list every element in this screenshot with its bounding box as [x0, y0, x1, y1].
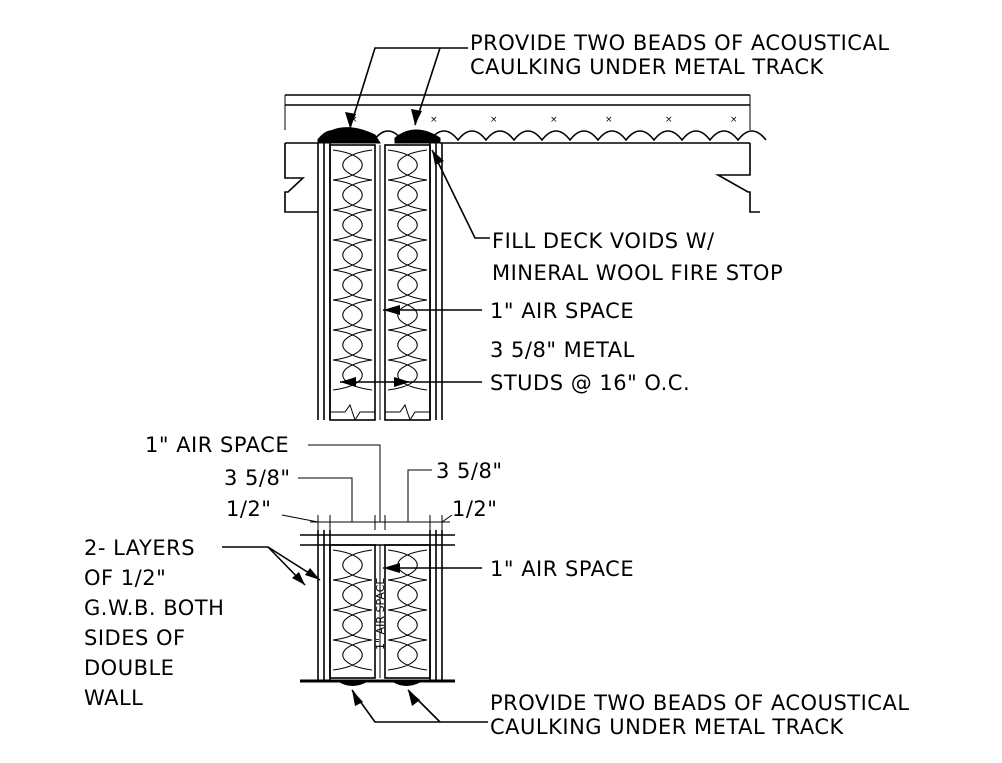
- gwb-note-line3: G.W.B. BOTH: [84, 596, 224, 620]
- leader-lines: [222, 47, 490, 723]
- fill-deck-note-line1: FILL DECK VOIDS W/: [492, 229, 715, 253]
- deck-mark: ×: [350, 115, 358, 125]
- lower-air-space-label: 1" AIR SPACE: [490, 557, 634, 581]
- deck-mark: ×: [605, 115, 613, 125]
- right-break-line: [714, 143, 760, 213]
- studs-note-line1: 3 5/8" METAL: [490, 338, 635, 362]
- deck-mark: ×: [490, 115, 498, 125]
- dim-gwb-right-label: 1/2": [452, 497, 497, 521]
- fill-deck-note-line2: MINERAL WOOL FIRE STOP: [492, 261, 783, 285]
- top-caulk-note-line1: PROVIDE TWO BEADS OF ACOUSTICAL: [470, 31, 890, 55]
- gwb-note-line2: OF 1/2": [84, 566, 166, 590]
- lower-wall: [300, 530, 455, 686]
- left-break-line: [284, 143, 318, 213]
- deck-fastener-marks: × × × × × × ×: [350, 115, 738, 125]
- deck-mark: ×: [665, 115, 673, 125]
- dim-stud-right-label: 3 5/8": [436, 459, 503, 483]
- bottom-caulk-note-line2: CAULKING UNDER METAL TRACK: [490, 715, 845, 739]
- upper-air-space-label: 1" AIR SPACE: [490, 299, 634, 323]
- top-caulking-beads: [317, 127, 441, 144]
- annotations: PROVIDE TWO BEADS OF ACOUSTICAL CAULKING…: [84, 31, 910, 739]
- gwb-note-line5: DOUBLE: [84, 656, 174, 680]
- gwb-note-line4: SIDES OF: [84, 626, 186, 650]
- dim-stud-left-label: 3 5/8": [224, 466, 291, 490]
- studs-note-line2: STUDS @ 16" O.C.: [490, 371, 690, 395]
- deck-mark: ×: [430, 115, 438, 125]
- dim-air-space-label: 1" AIR SPACE: [145, 433, 289, 457]
- upper-wall: [317, 143, 443, 422]
- vertical-air-space-label: 1" AIR SPACE: [374, 578, 387, 650]
- dim-gwb-left-label: 1/2": [226, 497, 271, 521]
- deck-mark: ×: [730, 115, 738, 125]
- gwb-note-line1: 2- LAYERS: [84, 536, 195, 560]
- top-caulk-note-line2: CAULKING UNDER METAL TRACK: [470, 55, 825, 79]
- bottom-caulk-note-line1: PROVIDE TWO BEADS OF ACOUSTICAL: [490, 691, 910, 715]
- deck-mark: ×: [550, 115, 558, 125]
- gwb-note-line6: WALL: [84, 686, 143, 710]
- roof-deck: × × × × × × ×: [284, 94, 767, 144]
